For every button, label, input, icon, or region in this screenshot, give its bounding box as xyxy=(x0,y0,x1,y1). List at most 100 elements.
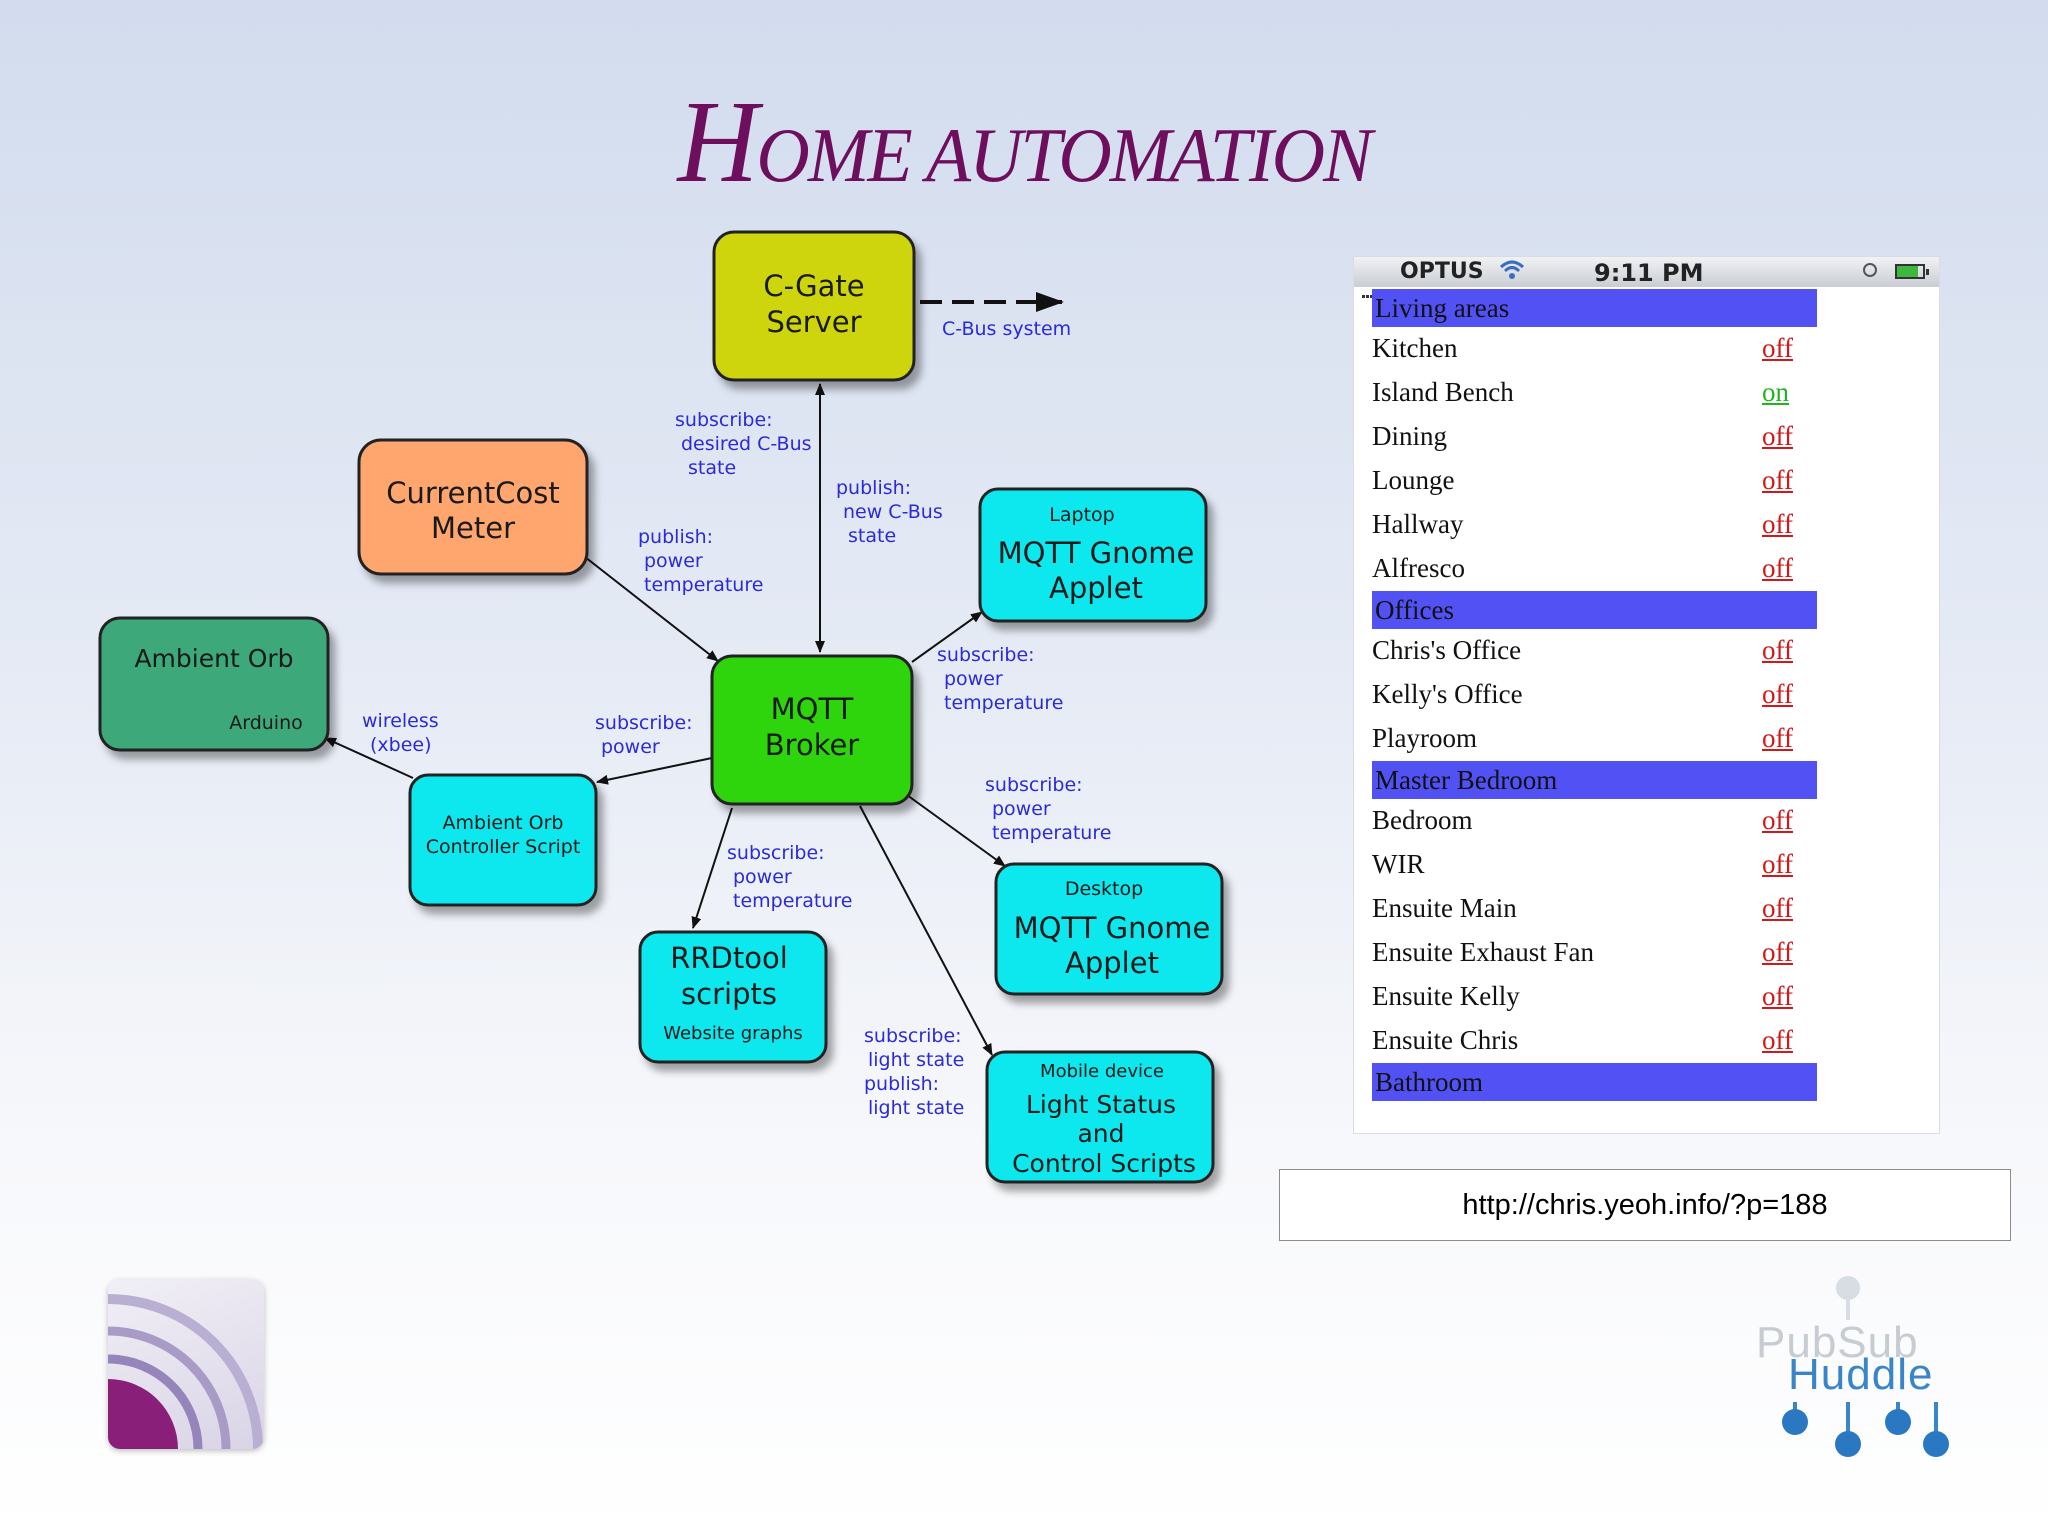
label-orb-subscribe-2: power xyxy=(601,736,660,758)
label-laptop-subscribe-3: temperature xyxy=(944,692,1063,714)
slide-title: HOME AUTOMATION xyxy=(677,76,1373,208)
pubsub-huddle-logo: PubSub Huddle xyxy=(1750,1272,1970,1472)
orientation-lock-icon xyxy=(1863,263,1877,277)
node-orb-script-box xyxy=(408,773,598,907)
node-cgate-line1: C-Gate xyxy=(763,269,864,303)
label-currentcost-publish-3: temperature xyxy=(644,574,763,596)
light-row: Hallway off xyxy=(1354,503,1939,547)
node-laptop-box xyxy=(978,487,1208,623)
node-broker-line1: MQTT xyxy=(771,692,854,726)
edge-labels: C-Bus system subscribe: desired C-Bus st… xyxy=(362,318,1111,1119)
light-name: Hallway xyxy=(1372,509,1464,539)
label-rrd-subscribe-3: temperature xyxy=(733,890,852,912)
node-rrdtool-caption: Website graphs xyxy=(663,1023,803,1044)
node-cgate-line2: Server xyxy=(766,305,861,339)
label-mobile-pubsub-3: publish: xyxy=(864,1073,939,1095)
light-toggle-link[interactable]: off xyxy=(1762,723,1793,753)
label-cgate-subscribe-2: desired C-Bus xyxy=(681,433,812,455)
label-mobile-pubsub-1: subscribe: xyxy=(864,1025,962,1047)
node-rrdtool-line2: scripts xyxy=(681,977,777,1011)
light-toggle-link[interactable]: off xyxy=(1762,849,1793,879)
source-url: http://chris.yeoh.info/?p=188 xyxy=(1279,1169,2011,1241)
node-mqtt-broker: MQTT Broker xyxy=(710,654,914,806)
edge-broker-to-mobile xyxy=(859,805,993,1056)
light-name: WIR xyxy=(1372,849,1425,879)
label-desktop-subscribe-3: temperature xyxy=(992,822,1111,844)
light-name: Chris's Office xyxy=(1372,635,1522,665)
battery-icon xyxy=(1895,264,1929,279)
diagram-edges xyxy=(324,292,1064,1056)
node-laptop-line2: Applet xyxy=(1049,571,1143,605)
light-row: Ensuite Exhaust Fan off xyxy=(1354,931,1939,975)
node-broker-box xyxy=(710,654,914,806)
node-ambient-orb-box xyxy=(98,616,330,752)
light-name: Ensuite Exhaust Fan xyxy=(1372,937,1594,967)
node-mobile-box xyxy=(985,1050,1215,1184)
phone-status-bar: OPTUS 9:11 PM xyxy=(1354,257,1939,298)
light-toggle-link[interactable]: off xyxy=(1762,465,1793,495)
light-toggle-link[interactable]: off xyxy=(1762,509,1793,539)
light-toggle-link[interactable]: off xyxy=(1762,635,1793,665)
node-desktop-line1: MQTT Gnome xyxy=(1014,911,1211,945)
section-header: Bathroom xyxy=(1372,1063,1817,1101)
light-toggle-link[interactable]: off xyxy=(1762,421,1793,451)
label-cgate-subscribe-3: state xyxy=(688,457,736,479)
light-row: WIR off xyxy=(1354,843,1939,887)
light-toggle-link[interactable]: off xyxy=(1762,981,1793,1011)
label-desktop-subscribe-1: subscribe: xyxy=(985,774,1083,796)
presentation-logo xyxy=(108,1279,264,1449)
label-cgate-publish-3: state xyxy=(848,525,896,547)
light-toggle-link[interactable]: off xyxy=(1762,553,1793,583)
label-laptop-subscribe-2: power xyxy=(944,668,1003,690)
logo-huddle-text: Huddle xyxy=(1788,1350,1934,1399)
light-row: Chris's Office off xyxy=(1354,629,1939,673)
label-currentcost-publish-1: publish: xyxy=(638,526,713,548)
light-toggle-link[interactable]: off xyxy=(1762,805,1793,835)
node-orb-script-line1: Ambient Orb xyxy=(443,812,564,834)
label-orb-subscribe-1: subscribe: xyxy=(595,712,693,734)
node-orb-controller-script: Ambient Orb Controller Script xyxy=(408,773,598,907)
node-broker-line2: Broker xyxy=(765,728,860,762)
node-mobile-line2: and xyxy=(1077,1119,1124,1148)
light-toggle-link[interactable]: off xyxy=(1762,893,1793,923)
edge-broker-to-desktop xyxy=(906,794,1006,867)
status-time: 9:11 PM xyxy=(1594,259,1704,287)
light-name: Lounge xyxy=(1372,465,1455,495)
node-desktop-line2: Applet xyxy=(1065,946,1159,980)
wifi-icon xyxy=(1499,258,1525,288)
label-wireless-1: wireless xyxy=(362,710,439,732)
node-ambient-orb-title: Ambient Orb xyxy=(134,644,293,673)
label-cbus-system: C-Bus system xyxy=(942,318,1071,340)
label-mobile-pubsub-4: light state xyxy=(868,1097,964,1119)
light-toggle-link[interactable]: on xyxy=(1762,377,1789,407)
light-toggle-link[interactable]: off xyxy=(1762,937,1793,967)
carrier-name: OPTUS xyxy=(1400,259,1484,284)
node-mobile-device: Mobile device Light Status and Control S… xyxy=(985,1050,1215,1184)
node-desktop-applet: Desktop MQTT Gnome Applet xyxy=(994,862,1224,996)
edge-broker-to-laptop xyxy=(911,611,983,663)
node-mobile-line1: Light Status xyxy=(1026,1090,1176,1119)
light-toggle-link[interactable]: off xyxy=(1762,333,1793,363)
label-rrd-subscribe-1: subscribe: xyxy=(727,842,825,864)
light-toggle-link[interactable]: off xyxy=(1762,1025,1793,1055)
node-ambient-orb: Ambient Orb Arduino xyxy=(98,616,330,752)
node-currentcost-meter: CurrentCost Meter xyxy=(357,438,589,576)
section-header: Master Bedroom xyxy=(1372,761,1817,799)
label-cgate-publish-2: new C-Bus xyxy=(843,501,943,523)
node-currentcost-line2: Meter xyxy=(431,511,515,545)
light-toggle-link[interactable]: off xyxy=(1762,679,1793,709)
node-mobile-line3: Control Scripts xyxy=(1012,1149,1196,1178)
label-cgate-subscribe-1: subscribe: xyxy=(675,409,773,431)
light-name: Ensuite Main xyxy=(1372,893,1517,923)
label-currentcost-publish-2: power xyxy=(644,550,703,572)
light-name: Alfresco xyxy=(1372,553,1465,583)
node-laptop-line1: MQTT Gnome xyxy=(998,536,1195,570)
